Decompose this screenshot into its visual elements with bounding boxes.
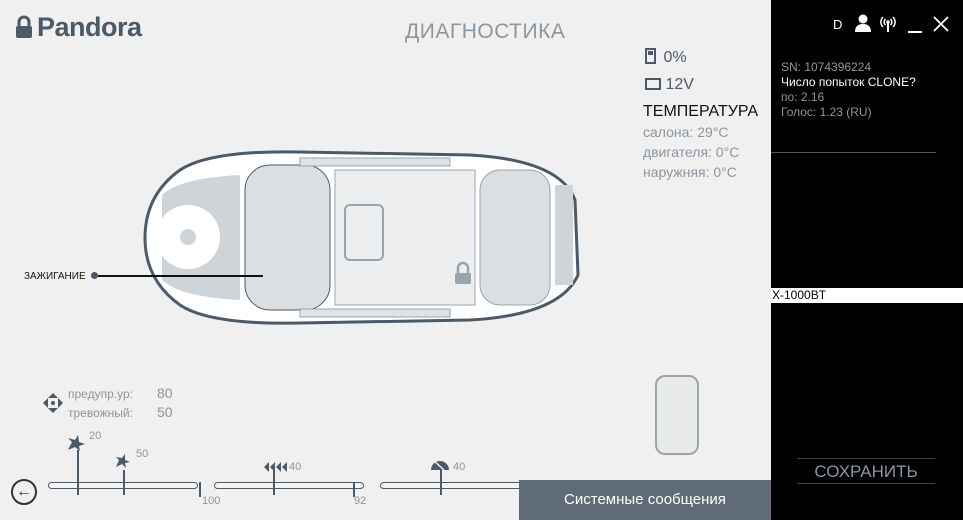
page-title: ДИАГНОСТИКА [405, 20, 566, 43]
temp-engine: двигателя: 0°C [643, 144, 740, 160]
device-item[interactable]: X-1000BT [771, 288, 963, 303]
sensor-slider[interactable] [380, 482, 530, 489]
minimize-button[interactable] [908, 31, 922, 33]
user-icon[interactable] [854, 14, 872, 32]
slider-max-label: 92 [354, 495, 367, 507]
battery-status: 12V [645, 76, 694, 94]
shock-light-icon [116, 454, 130, 468]
ignition-dot [91, 272, 98, 279]
slider-marker[interactable] [77, 450, 79, 495]
close-button[interactable] [933, 16, 949, 32]
move-icon [264, 462, 287, 472]
main-panel: Pandora ДИАГНОСТИКА 0% 12V ТЕМПЕРАТУРА с… [11, 12, 771, 520]
slider-max-tick [353, 482, 355, 497]
lock-status-icon [455, 261, 471, 284]
slider-marker[interactable] [273, 470, 275, 495]
slider-marker[interactable] [440, 470, 442, 495]
fuel-status: 0% [645, 48, 687, 67]
speedometer-icon [431, 459, 449, 471]
save-button[interactable]: СОХРАНИТЬ [797, 458, 935, 484]
pandora-logo: Pandora [14, 12, 142, 43]
alarm-label: тревожный: [68, 406, 133, 420]
marker-label: 50 [136, 448, 149, 460]
battery-icon [645, 78, 661, 90]
slider-max-label: 100 [202, 495, 221, 507]
car-diagram [143, 150, 580, 325]
voice-version: Голос: 1.23 (RU) [781, 105, 872, 119]
alarm-value: 50 [157, 404, 173, 420]
temp-cabin: салона: 29°C [643, 124, 729, 140]
shock-sensor-icon [43, 393, 63, 413]
shock-heavy-icon [68, 435, 85, 451]
divider [771, 152, 936, 153]
clone-attempts: Число попыток CLONE? [781, 75, 916, 89]
temp-outside: наружняя: 0°C [643, 164, 737, 180]
temperature-title: ТЕМПЕРАТУРА [643, 103, 759, 120]
system-messages-button[interactable]: Системные сообщения [519, 480, 771, 520]
connection-indicator: D [833, 17, 843, 32]
serial-number: SN: 1074396224 [781, 60, 872, 74]
slider-max-tick [199, 482, 201, 497]
firmware-version: по: 2.16 [781, 90, 825, 104]
slider-marker[interactable] [123, 470, 125, 495]
marker-label: 40 [289, 461, 302, 473]
tilt-slider[interactable] [214, 482, 364, 489]
antenna-icon[interactable] [879, 14, 897, 32]
fuel-icon [645, 48, 656, 64]
side-panel: D SN: 1074396224 Число попыток CLONE? по… [771, 0, 963, 520]
back-button[interactable]: ← [11, 479, 37, 505]
warn-value: 80 [157, 385, 173, 401]
ignition-label: ЗАЖИГАНИЕ [24, 271, 86, 282]
marker-label: 40 [453, 461, 466, 473]
lock-icon [16, 15, 32, 38]
key-fob-image [655, 375, 699, 455]
marker-label: 20 [89, 430, 102, 442]
ignition-line [98, 275, 263, 277]
warn-label: предупр.ур: [68, 387, 133, 401]
